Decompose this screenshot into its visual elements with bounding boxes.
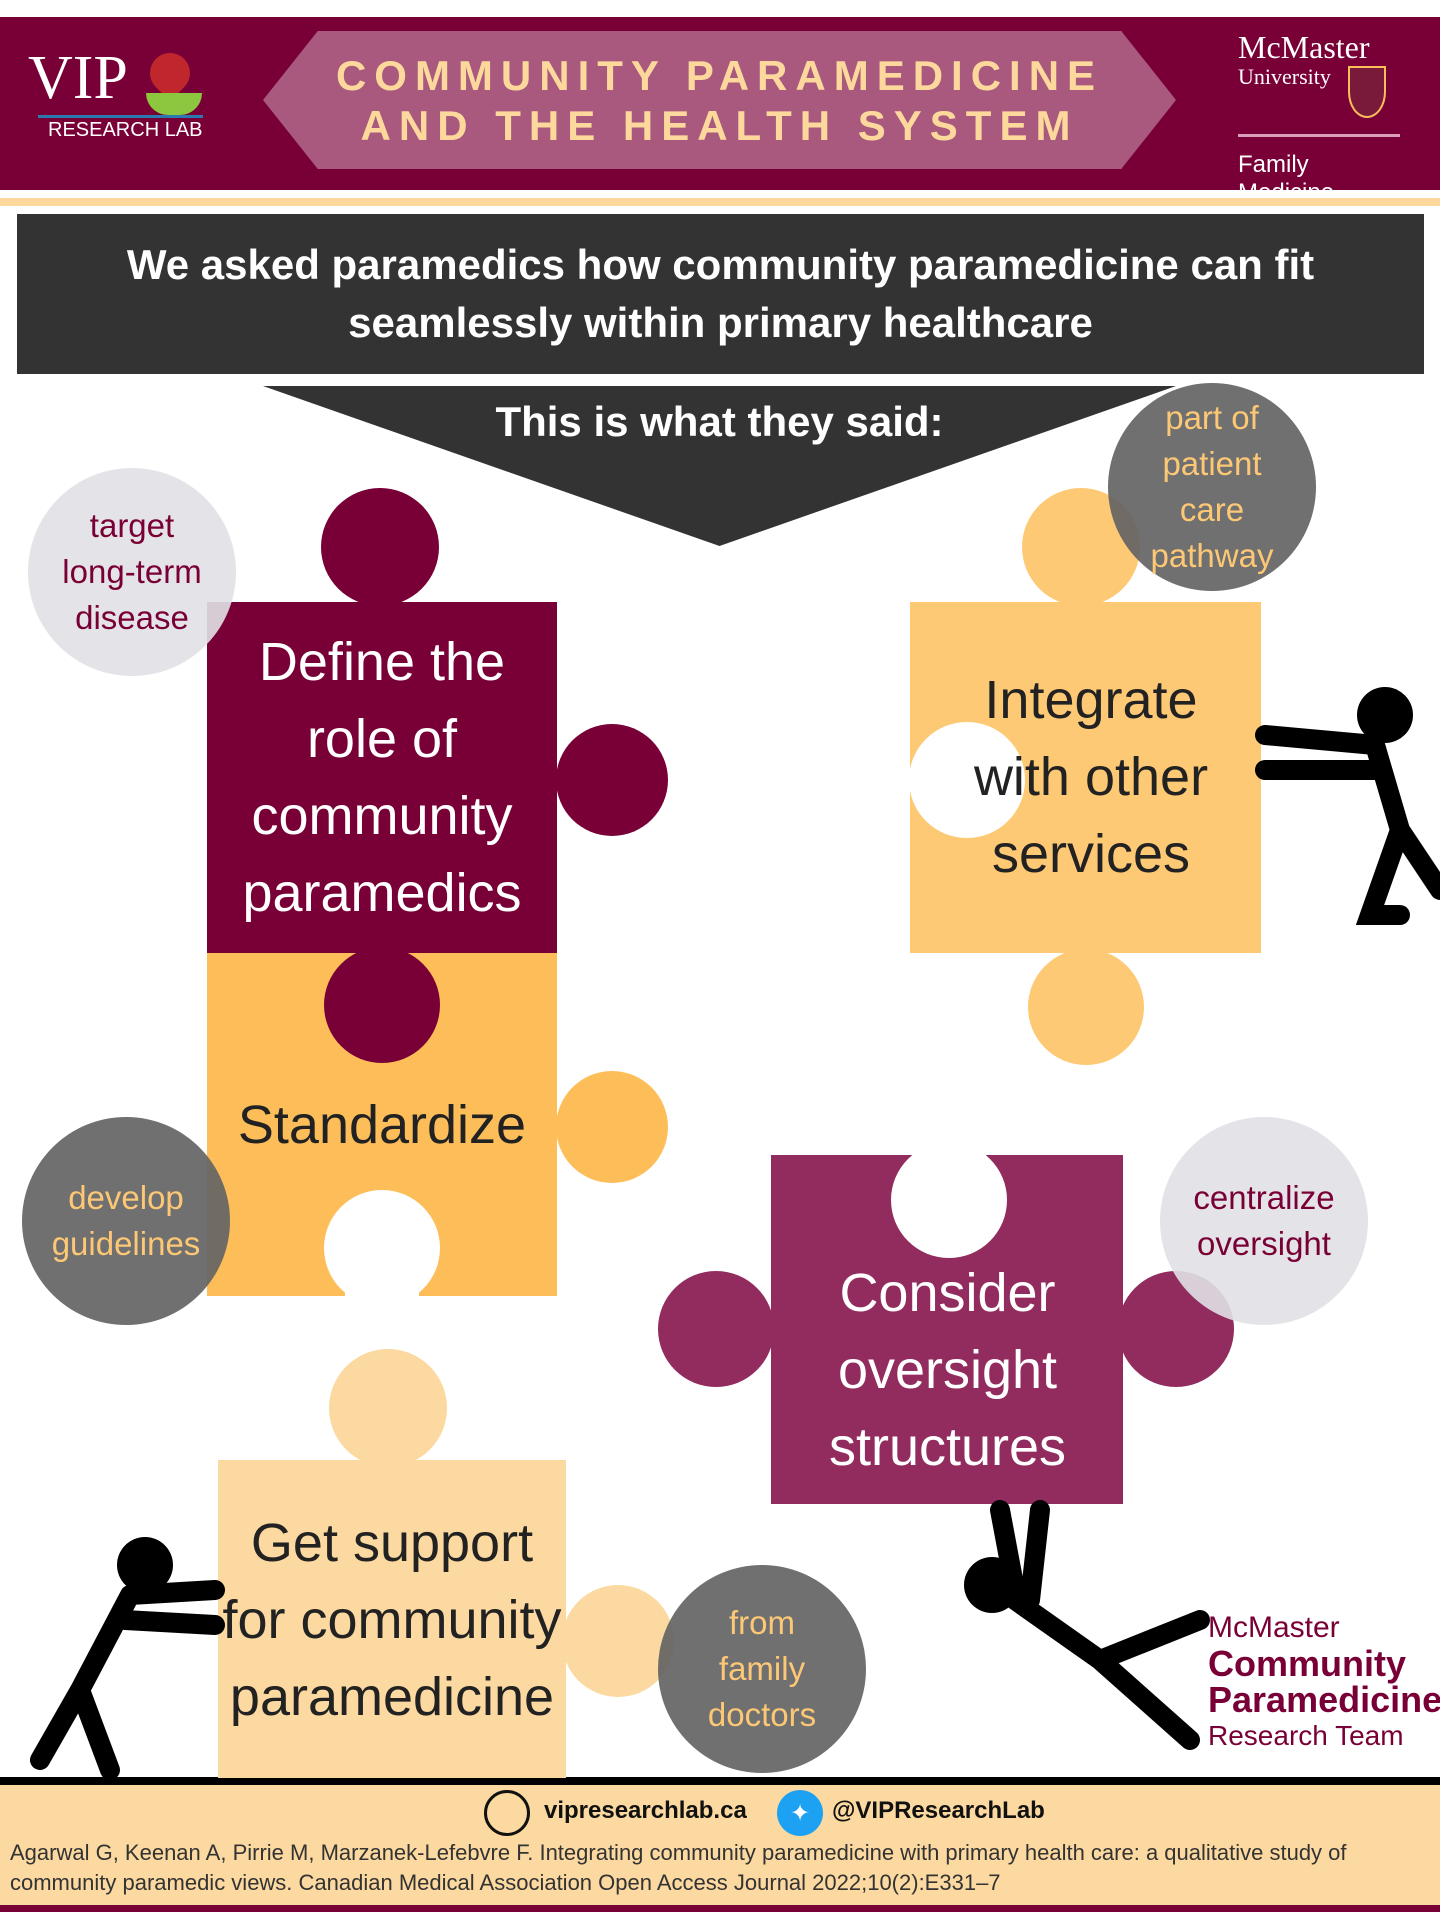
vip-logo: VIP RESEARCH LAB [28, 44, 218, 145]
twitter-icon: ✦ [777, 1790, 823, 1836]
piece-label-support: Get support for community paramedicine [222, 1512, 562, 1727]
citation: Agarwal G, Keenan A, Pirrie M, Marzanek-… [10, 1840, 1347, 1895]
globe-icon [484, 1790, 530, 1836]
footer [0, 1785, 1440, 1905]
bottom-border [0, 1905, 1440, 1912]
answer-intro: This is what they said: [495, 398, 944, 445]
stick-figure-hanging [964, 1500, 1210, 1750]
puzzle-piece-oversight [658, 1142, 1234, 1504]
stick-figure-pushing-right [1255, 687, 1440, 925]
piece-label-define-role: Define the role of community paramedics [242, 631, 522, 923]
note-develop-guidelines: develop guidelines [22, 1117, 230, 1325]
vip-logo-subtitle: RESEARCH LAB [48, 119, 203, 141]
question-box: We asked paramedics how community parame… [17, 214, 1424, 374]
hand-icon [146, 93, 202, 115]
title-hexagon [263, 31, 1176, 169]
footer-divider [0, 1777, 1440, 1785]
twitter-link[interactable]: @VIPResearchLab [832, 1797, 1045, 1824]
title-line-2: AND THE HEALTH SYSTEM [360, 102, 1079, 149]
note-centralize-oversight: centralize oversight [1160, 1117, 1368, 1325]
crest-icon [1348, 66, 1386, 118]
mcmaster-logo: McMaster University Family Medicine [1238, 30, 1403, 207]
piece-label-oversight: Consider oversight structures [828, 1262, 1067, 1477]
piece-label-standardize: Standardize [237, 1094, 527, 1155]
note-patient-pathway: part of patient care pathway [1108, 383, 1316, 591]
title-line-1: COMMUNITY PARAMEDICINE [335, 52, 1104, 99]
piece-label-integrate: Integrate with other services [973, 670, 1209, 884]
note-target-disease: target long-term disease [28, 468, 236, 676]
note-family-doctors: from family doctors [658, 1565, 866, 1773]
website-link[interactable]: vipresearchlab.ca [544, 1797, 747, 1824]
puzzle-piece-define-role [207, 488, 668, 1063]
puzzle-piece-integrate [909, 488, 1261, 1065]
stick-figure-pushing-left [30, 1537, 225, 1780]
team-logo: McMaster Community Paramedicine Research… [1208, 1611, 1440, 1751]
puzzle-piece-support [218, 1349, 674, 1778]
divider [0, 198, 1440, 206]
vip-logo-text: VIP [28, 44, 128, 112]
